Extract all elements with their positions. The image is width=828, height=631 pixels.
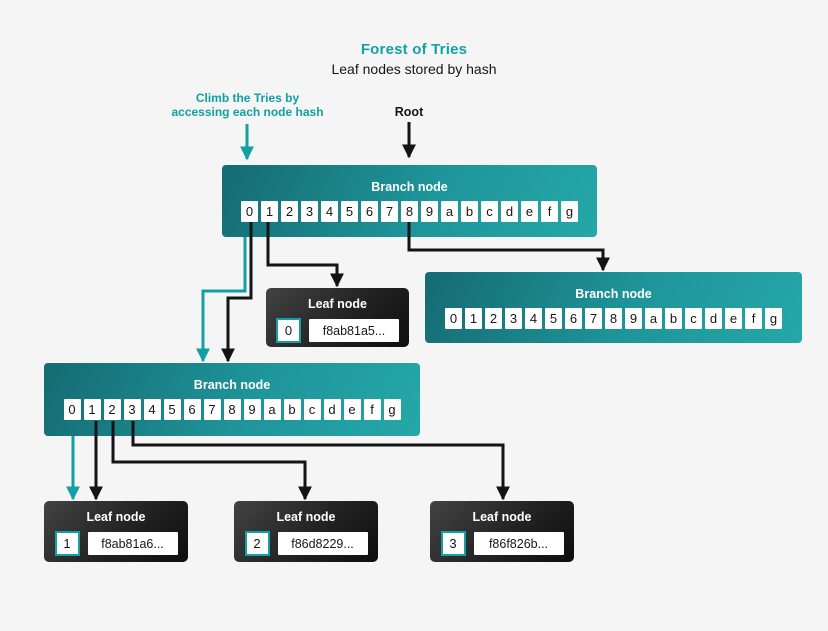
hash-cell-8: 8	[605, 308, 622, 329]
climb-annotation-line1: Climb the Tries by	[195, 91, 300, 105]
hash-cell-9: 9	[243, 399, 261, 420]
hash-cell-9: 9	[625, 308, 642, 329]
hash-cell-2: 2	[485, 308, 502, 329]
leaf-node-label: Leaf node	[86, 510, 146, 524]
leaf-node-label: Leaf node	[307, 297, 368, 311]
hash-cell-5: 5	[163, 399, 181, 420]
hash-cell-4: 4	[143, 399, 161, 420]
hash-cell-0: 0	[445, 308, 462, 329]
hash-cell-7: 7	[585, 308, 602, 329]
climb-annotation-line2: accessing each node hash	[171, 105, 324, 119]
hash-cell-2: 2	[281, 201, 298, 222]
climb-path-to-lower-branch	[196, 237, 247, 363]
leaf-index-cell: 3	[440, 531, 466, 556]
hash-cell-7: 7	[203, 399, 221, 420]
hash-cell-b: b	[665, 308, 682, 329]
diagram-subtitle: Leaf nodes stored by hash	[331, 61, 497, 77]
hash-cell-1: 1	[83, 399, 101, 420]
hash-cell-5: 5	[545, 308, 562, 329]
edge-root-cell0-to-lower-branch	[221, 222, 253, 363]
hash-cell-1: 1	[261, 201, 278, 222]
hash-cell-3: 3	[301, 201, 318, 222]
leaf-node-label: Leaf node	[276, 510, 336, 524]
hash-cell-e: e	[343, 399, 361, 420]
hash-cell-9: 9	[421, 201, 438, 222]
hash-cell-4: 4	[525, 308, 542, 329]
leaf-node-label: Leaf node	[472, 510, 532, 524]
hash-cell-g: g	[561, 201, 578, 222]
hash-cell-6: 6	[565, 308, 582, 329]
hash-cell-3: 3	[123, 399, 141, 420]
diagram-title: Forest of Tries	[360, 41, 468, 58]
hash-cell-e: e	[521, 201, 538, 222]
leaf-hash-value: f86d8229...	[277, 532, 368, 555]
hash-cell-a: a	[263, 399, 281, 420]
leaf-node-1: Leaf node 1 f8ab81a6...	[44, 501, 188, 562]
hash-cell-5: 5	[341, 201, 358, 222]
hash-cell-b: b	[461, 201, 478, 222]
hash-cell-g: g	[765, 308, 782, 329]
hash-cell-a: a	[441, 201, 458, 222]
hash-cell-d: d	[705, 308, 722, 329]
leaf-content-row: 0 f8ab81a5...	[266, 318, 409, 343]
hash-cell-8: 8	[223, 399, 241, 420]
hash-cell-6: 6	[183, 399, 201, 420]
hash-cell-7: 7	[381, 201, 398, 222]
hash-cell-0: 0	[63, 399, 81, 420]
branch-node-label: Branch node	[575, 287, 652, 301]
leaf-node-2: Leaf node 2 f86d8229...	[234, 501, 378, 562]
hash-cell-c: c	[685, 308, 702, 329]
leaf-hash-value: f8ab81a5...	[309, 319, 399, 342]
climb-annotation: Climb the Tries by accessing each node h…	[140, 91, 355, 119]
leaf-index-cell: 1	[54, 531, 80, 556]
hash-cell-1: 1	[465, 308, 482, 329]
hash-cell-c: c	[481, 201, 498, 222]
hash-cell-g: g	[383, 399, 401, 420]
leaf-node-3: Leaf node 3 f86f826b...	[430, 501, 574, 562]
leaf-content-row: 1 f8ab81a6...	[44, 531, 188, 556]
hash-cell-a: a	[645, 308, 662, 329]
leaf-content-row: 2 f86d8229...	[234, 531, 378, 556]
branch-node-label: Branch node	[371, 180, 448, 194]
hash-cell-f: f	[363, 399, 381, 420]
hash-cell-e: e	[725, 308, 742, 329]
leaf-node-0: Leaf node 0 f8ab81a5...	[266, 288, 409, 347]
branch-node-label: Branch node	[193, 378, 271, 392]
hash-cell-d: d	[323, 399, 341, 420]
hash-cell-8: 8	[401, 201, 418, 222]
hash-cell-4: 4	[321, 201, 338, 222]
hash-cell-c: c	[303, 399, 321, 420]
hash-cell-0: 0	[241, 201, 258, 222]
leaf-content-row: 3 f86f826b...	[430, 531, 574, 556]
hash-cell-f: f	[745, 308, 762, 329]
hash-cell-f: f	[541, 201, 558, 222]
hash-cell-d: d	[501, 201, 518, 222]
root-label: Root	[394, 105, 424, 119]
leaf-hash-value: f8ab81a6...	[87, 532, 178, 555]
leaf-index-cell: 0	[276, 318, 301, 343]
leaf-hash-value: f86f826b...	[473, 532, 564, 555]
leaf-index-cell: 2	[244, 531, 270, 556]
hash-cell-3: 3	[505, 308, 522, 329]
hash-cell-b: b	[283, 399, 301, 420]
hash-cell-2: 2	[103, 399, 121, 420]
hash-cell-6: 6	[361, 201, 378, 222]
